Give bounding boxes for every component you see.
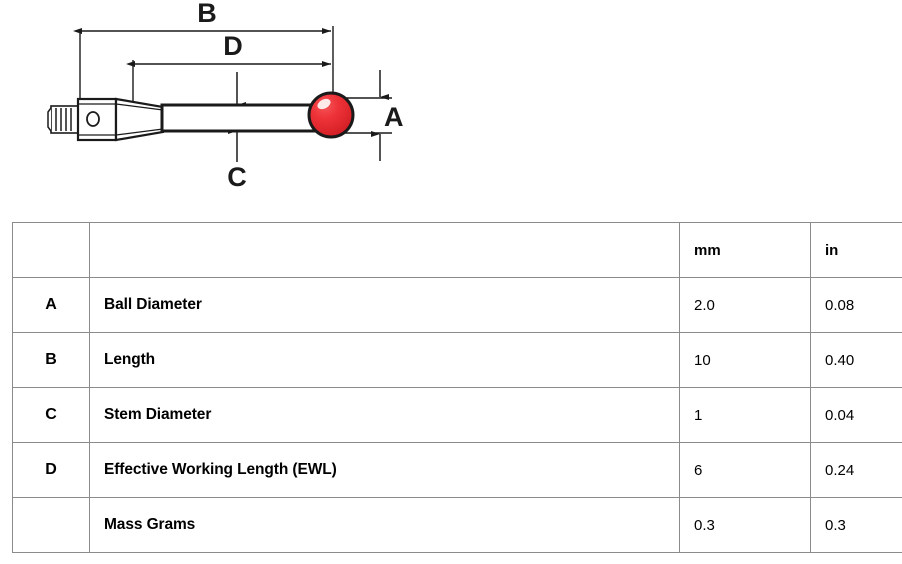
row-value-in: 0.08 [810, 277, 902, 333]
witness-lines [79, 26, 334, 108]
table-row: D Effective Working Length (EWL) 6 0.24 [12, 442, 902, 498]
header-cell-description [89, 222, 680, 278]
row-value-mm: 10 [679, 332, 811, 388]
row-letter: C [12, 387, 90, 443]
dimension-b: B [73, 0, 331, 34]
row-description: Stem Diameter [89, 387, 680, 443]
dimension-label-a: A [384, 102, 404, 132]
row-description: Mass Grams [89, 497, 680, 553]
row-description: Ball Diameter [89, 277, 680, 333]
row-value-mm: 2.0 [679, 277, 811, 333]
row-letter: B [12, 332, 90, 388]
table-row: A Ball Diameter 2.0 0.08 [12, 277, 902, 333]
table-row: C Stem Diameter 1 0.04 [12, 387, 902, 443]
table-header-row: mm in [12, 222, 902, 278]
stylus-stem [160, 103, 319, 133]
row-value-in: 0.24 [810, 442, 902, 498]
dimension-label-c: C [227, 162, 247, 192]
ball-highlight [317, 98, 331, 110]
row-value-mm: 1 [679, 387, 811, 443]
row-value-in: 0.3 [810, 497, 902, 553]
stylus-ruby-ball [307, 91, 355, 139]
header-cell-in: in [810, 222, 902, 278]
row-value-in: 0.40 [810, 332, 902, 388]
specification-table: mm in A Ball Diameter 2.0 0.08 B Length … [12, 222, 902, 553]
row-letter: D [12, 442, 90, 498]
dimension-d: D [126, 31, 331, 67]
row-value-mm: 6 [679, 442, 811, 498]
table-row: Mass Grams 0.3 0.3 [12, 497, 902, 553]
row-value-mm: 0.3 [679, 497, 811, 553]
dimension-label-b: B [197, 0, 217, 28]
row-description: Length [89, 332, 680, 388]
row-letter: A [12, 277, 90, 333]
dimension-label-d: D [223, 31, 243, 61]
stylus-drawing-svg: B D C A [47, 0, 404, 192]
header-cell-letter [12, 222, 90, 278]
row-description: Effective Working Length (EWL) [89, 442, 680, 498]
bore-hole [86, 111, 100, 127]
header-cell-mm: mm [679, 222, 811, 278]
stylus-body [47, 91, 355, 142]
table-row: B Length 10 0.40 [12, 332, 902, 388]
row-value-in: 0.04 [810, 387, 902, 443]
row-letter [12, 497, 90, 553]
stylus-hex-body [76, 97, 118, 142]
stylus-cone [114, 97, 165, 142]
dimension-c: C [227, 72, 247, 192]
thread-mount [47, 105, 79, 134]
stylus-diagram: B D C A [0, 0, 902, 212]
